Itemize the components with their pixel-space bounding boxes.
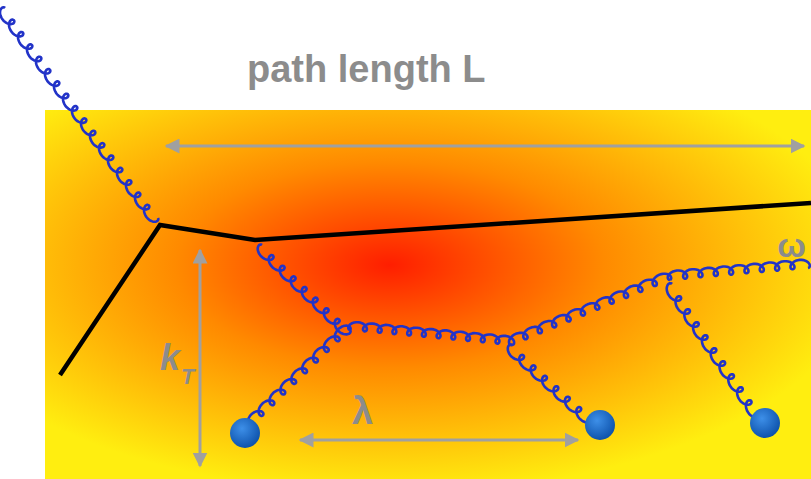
gluon: [667, 283, 761, 418]
gluon: [348, 322, 514, 345]
gluon: [508, 345, 593, 423]
scattering-center: [230, 418, 260, 448]
gluon: [668, 260, 810, 280]
momentum-subscript: T: [181, 366, 194, 388]
gluon: [509, 274, 671, 345]
title-label: path length L: [247, 50, 486, 88]
frequency-symbol: ω: [777, 228, 806, 262]
kt-arrow: [199, 250, 202, 466]
path-length-arrow: [166, 145, 804, 148]
momentum-symbol: k: [160, 340, 180, 376]
quark-line: [60, 203, 811, 375]
medium: [45, 110, 811, 479]
mean-free-path-symbol: λ: [352, 392, 373, 430]
scattering-center: [750, 408, 780, 438]
gluon: [248, 326, 351, 427]
lambda-arrow: [300, 439, 578, 442]
gluon: [258, 245, 351, 335]
gluon: [0, 7, 158, 221]
scattering-center: [585, 410, 615, 440]
